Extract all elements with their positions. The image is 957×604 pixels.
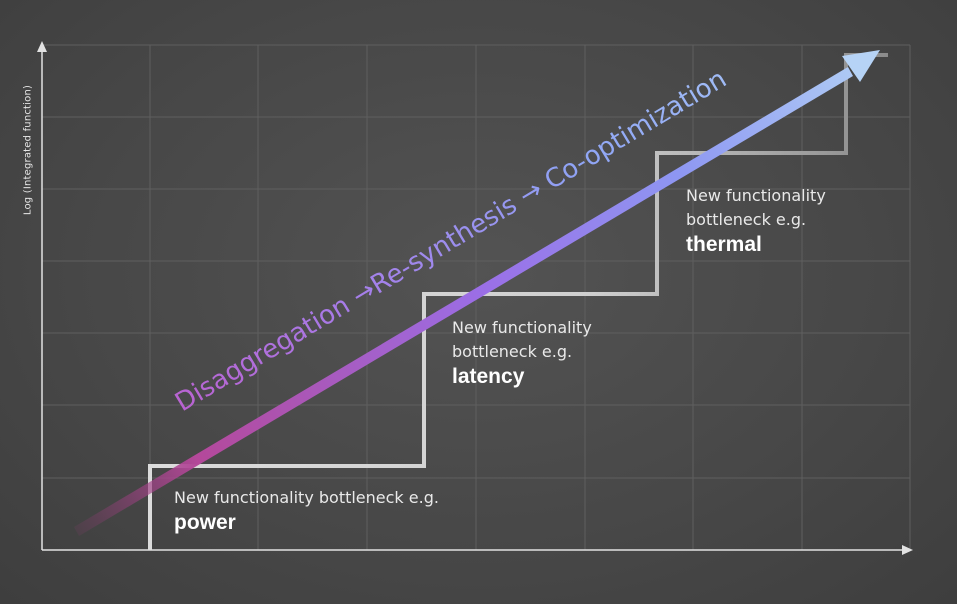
- power-note-text: New functionality bottleneck e.g.: [174, 488, 439, 507]
- latency-label: latency: [452, 365, 525, 388]
- thermal-note-line2: bottleneck e.g.: [686, 210, 807, 229]
- staircase-line: [148, 53, 888, 550]
- grid: [42, 44, 911, 550]
- y-axis-arrowhead: [37, 41, 47, 52]
- power-label: power: [174, 511, 236, 534]
- thermal-bottleneck-note: New functionality bottleneck e.g. therma…: [686, 184, 826, 257]
- latency-bottleneck-note: New functionality bottleneck e.g. latenc…: [452, 316, 592, 389]
- x-axis-arrowhead: [902, 545, 913, 555]
- power-bottleneck-note: New functionality bottleneck e.g. power: [174, 486, 439, 535]
- progress-arrowhead: [842, 50, 880, 82]
- axes: [37, 41, 913, 555]
- thermal-note-line1: New functionality: [686, 186, 826, 205]
- thermal-label: thermal: [686, 233, 762, 256]
- latency-note-line1: New functionality: [452, 318, 592, 337]
- y-axis-label: Log (Integrated function): [22, 84, 34, 216]
- latency-note-line2: bottleneck e.g.: [452, 342, 573, 361]
- progress-arrow: [74, 50, 880, 536]
